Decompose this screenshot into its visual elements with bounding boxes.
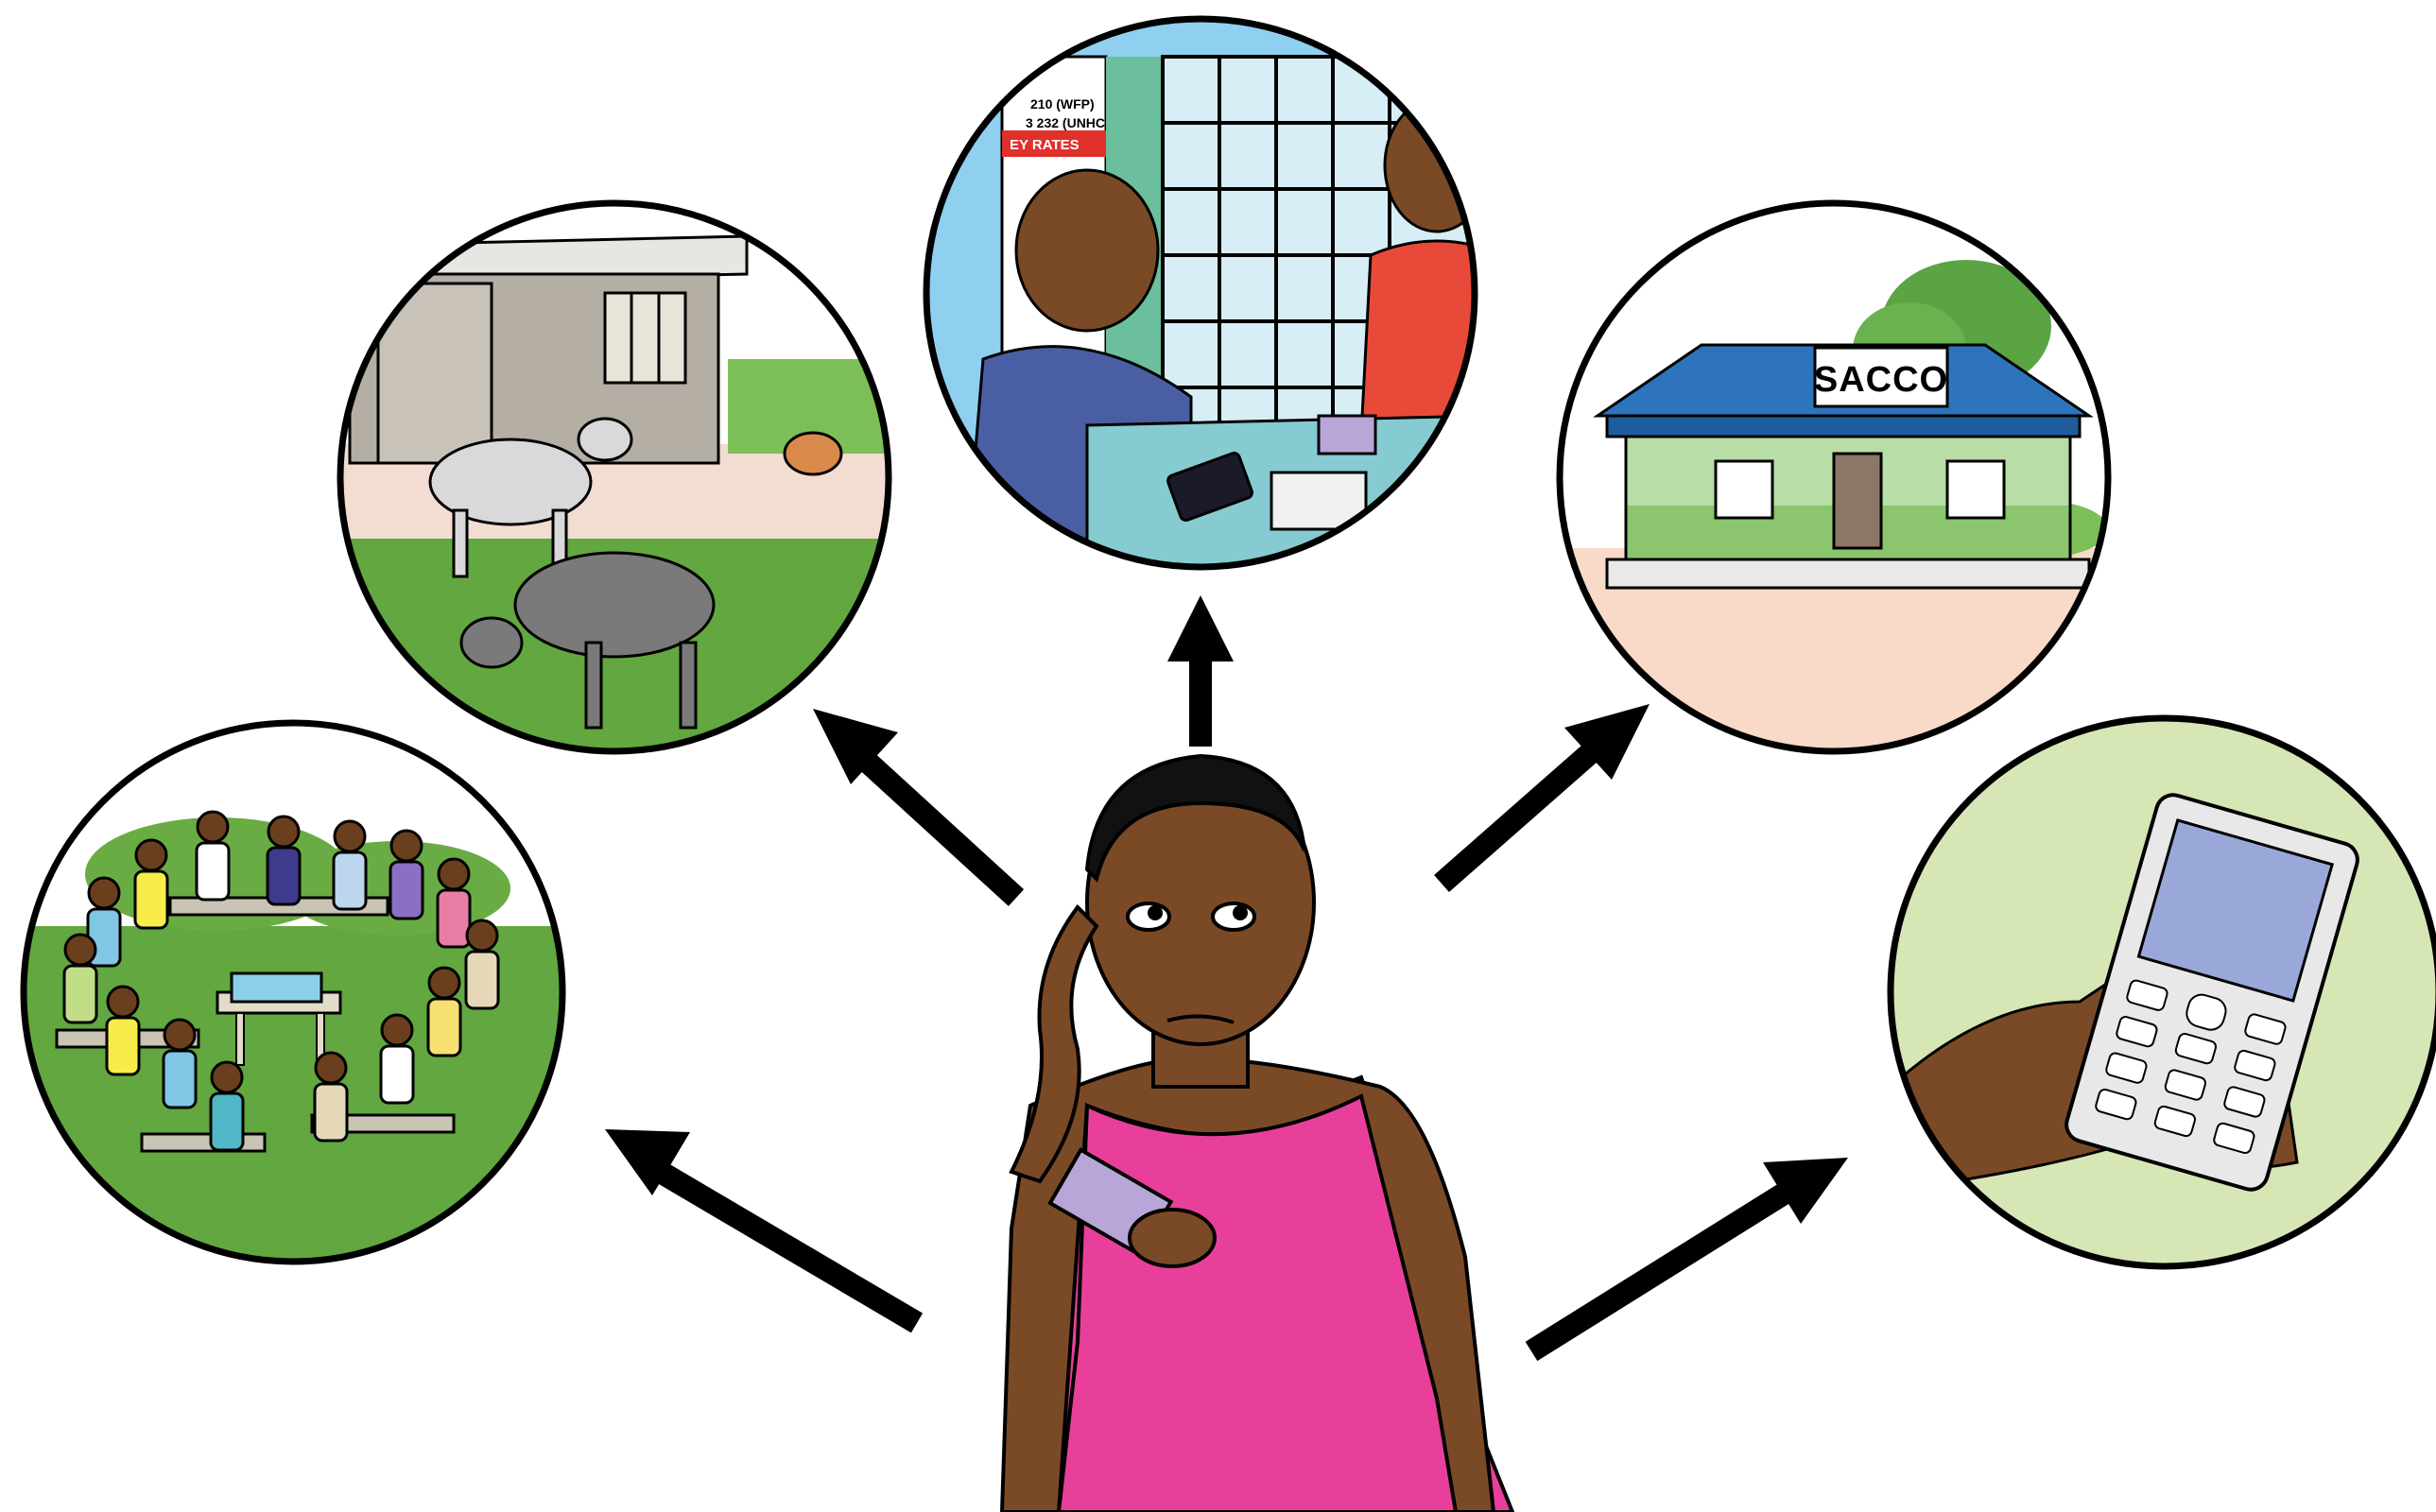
bank-counter-icon: 210 (WFP) 3 232 (UNHCR) EY RATES — [923, 15, 1478, 571]
arrow-to-livestock — [813, 709, 1025, 906]
bank-notice-line2: 3 232 (UNHCR) — [1026, 115, 1119, 130]
mobile-money-icon — [1887, 714, 2436, 1270]
arrow-to-savings-group — [605, 1129, 924, 1333]
arrow-to-mobile-money — [1525, 1158, 1848, 1362]
livestock-icon — [337, 199, 892, 755]
thinking-woman-icon — [999, 753, 1515, 1512]
bank-notice-line1: 210 (WFP) — [1030, 96, 1095, 112]
arrows — [605, 595, 1848, 1362]
arrow-to-sacco — [1434, 704, 1650, 893]
sacco-sign-text: SACCO — [1814, 360, 1948, 400]
rates-board-label: EY RATES — [1010, 137, 1080, 153]
sacco-building-icon: SACCO — [1556, 199, 2112, 755]
arrow-to-bank — [1167, 595, 1234, 747]
savings-group-icon — [20, 719, 566, 1265]
